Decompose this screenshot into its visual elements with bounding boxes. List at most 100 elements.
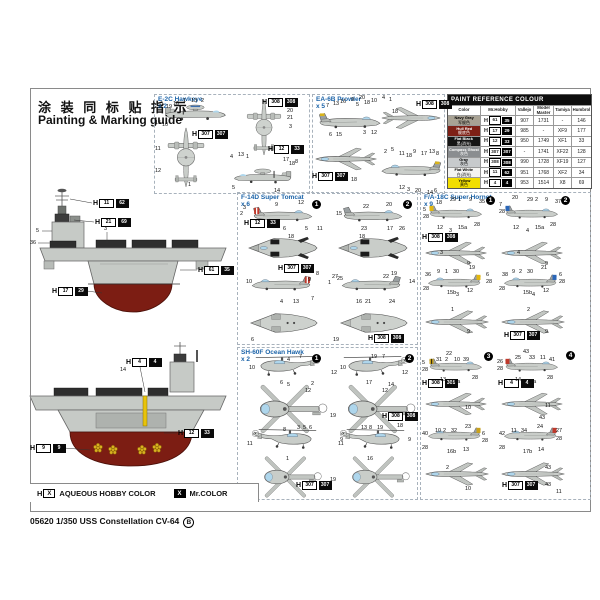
callout-fa18: 43 [545, 465, 552, 471]
column-header: Tamiya [554, 105, 572, 115]
vallejo-cell: 950 [516, 135, 534, 147]
callout-ship-top: 3 [104, 226, 108, 232]
aqueous-prefix: H [37, 488, 43, 498]
callout-fa18: 12 [543, 288, 550, 294]
aqueous-box-icon: X [43, 488, 56, 498]
callout-e2c: 17 [283, 157, 290, 163]
variant-badge-f14: 2 [403, 200, 412, 209]
callout-fa18: 25 [515, 355, 522, 361]
callout-sh60: 8 [369, 425, 373, 431]
callout-fa18: 5 [423, 207, 427, 213]
callout-e2c: 11 [155, 146, 161, 152]
callout-fa18: 4 [526, 228, 530, 234]
callout-e2c: 2 [201, 98, 205, 104]
model-master-cell: 1514 [534, 177, 554, 188]
callout-fa18: 10 [435, 428, 442, 434]
callout-e2c: 1 [188, 182, 192, 188]
callout-f14: 7 [311, 296, 315, 302]
callout-fa18: 40 [422, 431, 429, 437]
callout-fa18: 5 [422, 360, 426, 366]
callout-fa18: 6 [486, 272, 490, 278]
column-header: Model Master [534, 105, 554, 115]
callout-sh60: 6 [280, 380, 284, 386]
section-title-text: F/A-18C Super Hornet [424, 194, 492, 201]
callout-sh60: 11 [247, 441, 253, 447]
callout-fa18: 6 [559, 272, 563, 278]
callout-fa18: 9 [512, 269, 516, 275]
page-title-english: Painting & Marking guide [38, 113, 183, 127]
callout-fa18: 15b [523, 290, 533, 296]
fa18-side-view-4a [505, 358, 558, 372]
callout-sh60: 19 [330, 477, 337, 483]
mrcolor-box-icon: X [173, 488, 186, 498]
callout-fa18: 17b [523, 449, 533, 455]
callout-ea6b: 1 [389, 97, 393, 103]
callout-f14: 2 [240, 211, 244, 217]
callout-ea6b: 9 [351, 97, 355, 103]
callout-fa18: 28 [559, 279, 566, 285]
callout-fa18: 32 [451, 428, 458, 434]
page-title-chinese: 涂 装 同 标 贴 指 示 [38, 100, 190, 115]
callout-sh60: 12 [402, 370, 409, 376]
callout-fa18: 11 [545, 403, 551, 409]
callout-sh60: 16 [367, 456, 374, 462]
section-ea6b-prowler [312, 94, 445, 194]
paint-table-header-row: Color Mr.Hobby Vallejo Model Master Tami… [448, 105, 591, 115]
callout-fa18: 28 [423, 214, 430, 220]
callout-e2c: 14 [274, 188, 281, 194]
callout-f14: 12 [298, 200, 305, 206]
section-count-text: x 2 [241, 356, 251, 363]
vallejo-cell: 953 [516, 177, 534, 188]
tamiya-cell: XF19 [554, 156, 572, 167]
vallejo-cell: 990 [516, 156, 534, 167]
callout-ea6b: 15 [336, 132, 343, 138]
callout-sh60: 11 [338, 441, 344, 447]
callout-f14: 6 [283, 226, 287, 232]
callout-sh60: 19 [377, 425, 384, 431]
callout-f14: 16 [356, 299, 363, 305]
callout-f14: 3 [243, 205, 247, 211]
callout-fa18: 36 [425, 272, 432, 278]
revision-badge: B [183, 517, 195, 528]
callout-e2c: 15 [155, 120, 162, 126]
f14-side-view-1b [251, 275, 311, 291]
callout-fa18: 35 [479, 199, 486, 205]
tamiya-cell: - [554, 115, 572, 126]
callout-fa18: 38 [502, 272, 509, 278]
section-title-sh60: SH-60F Ocean Hawk x 2 [241, 349, 304, 363]
column-header: Mr.Hobby [481, 105, 516, 115]
section-title-text: SH-60F Ocean Hawk [241, 349, 304, 356]
callout-fa18: 12 [467, 288, 474, 294]
callout-ea6b: 12 [371, 130, 378, 136]
section-sh60-oceanhawk [237, 347, 418, 500]
propellers [93, 443, 162, 455]
model-master-cell: 1731 [534, 115, 554, 126]
callout-f14: 21 [365, 299, 372, 305]
callout-sh60: 12 [382, 388, 389, 394]
callout-fa18: 3 [449, 228, 453, 234]
e2c-side-view-a [165, 104, 226, 121]
callout-fa18: 28 [499, 286, 506, 292]
callout-fa18: 28 [422, 367, 429, 373]
callout-fa18: 28 [423, 286, 430, 292]
callout-fa18: 14 [538, 447, 545, 453]
callout-ea6b: 5 [356, 102, 360, 108]
callout-fa18: 42 [499, 431, 506, 437]
callout-fa18: 41 [549, 357, 556, 363]
callout-sh60: 12 [331, 370, 338, 376]
